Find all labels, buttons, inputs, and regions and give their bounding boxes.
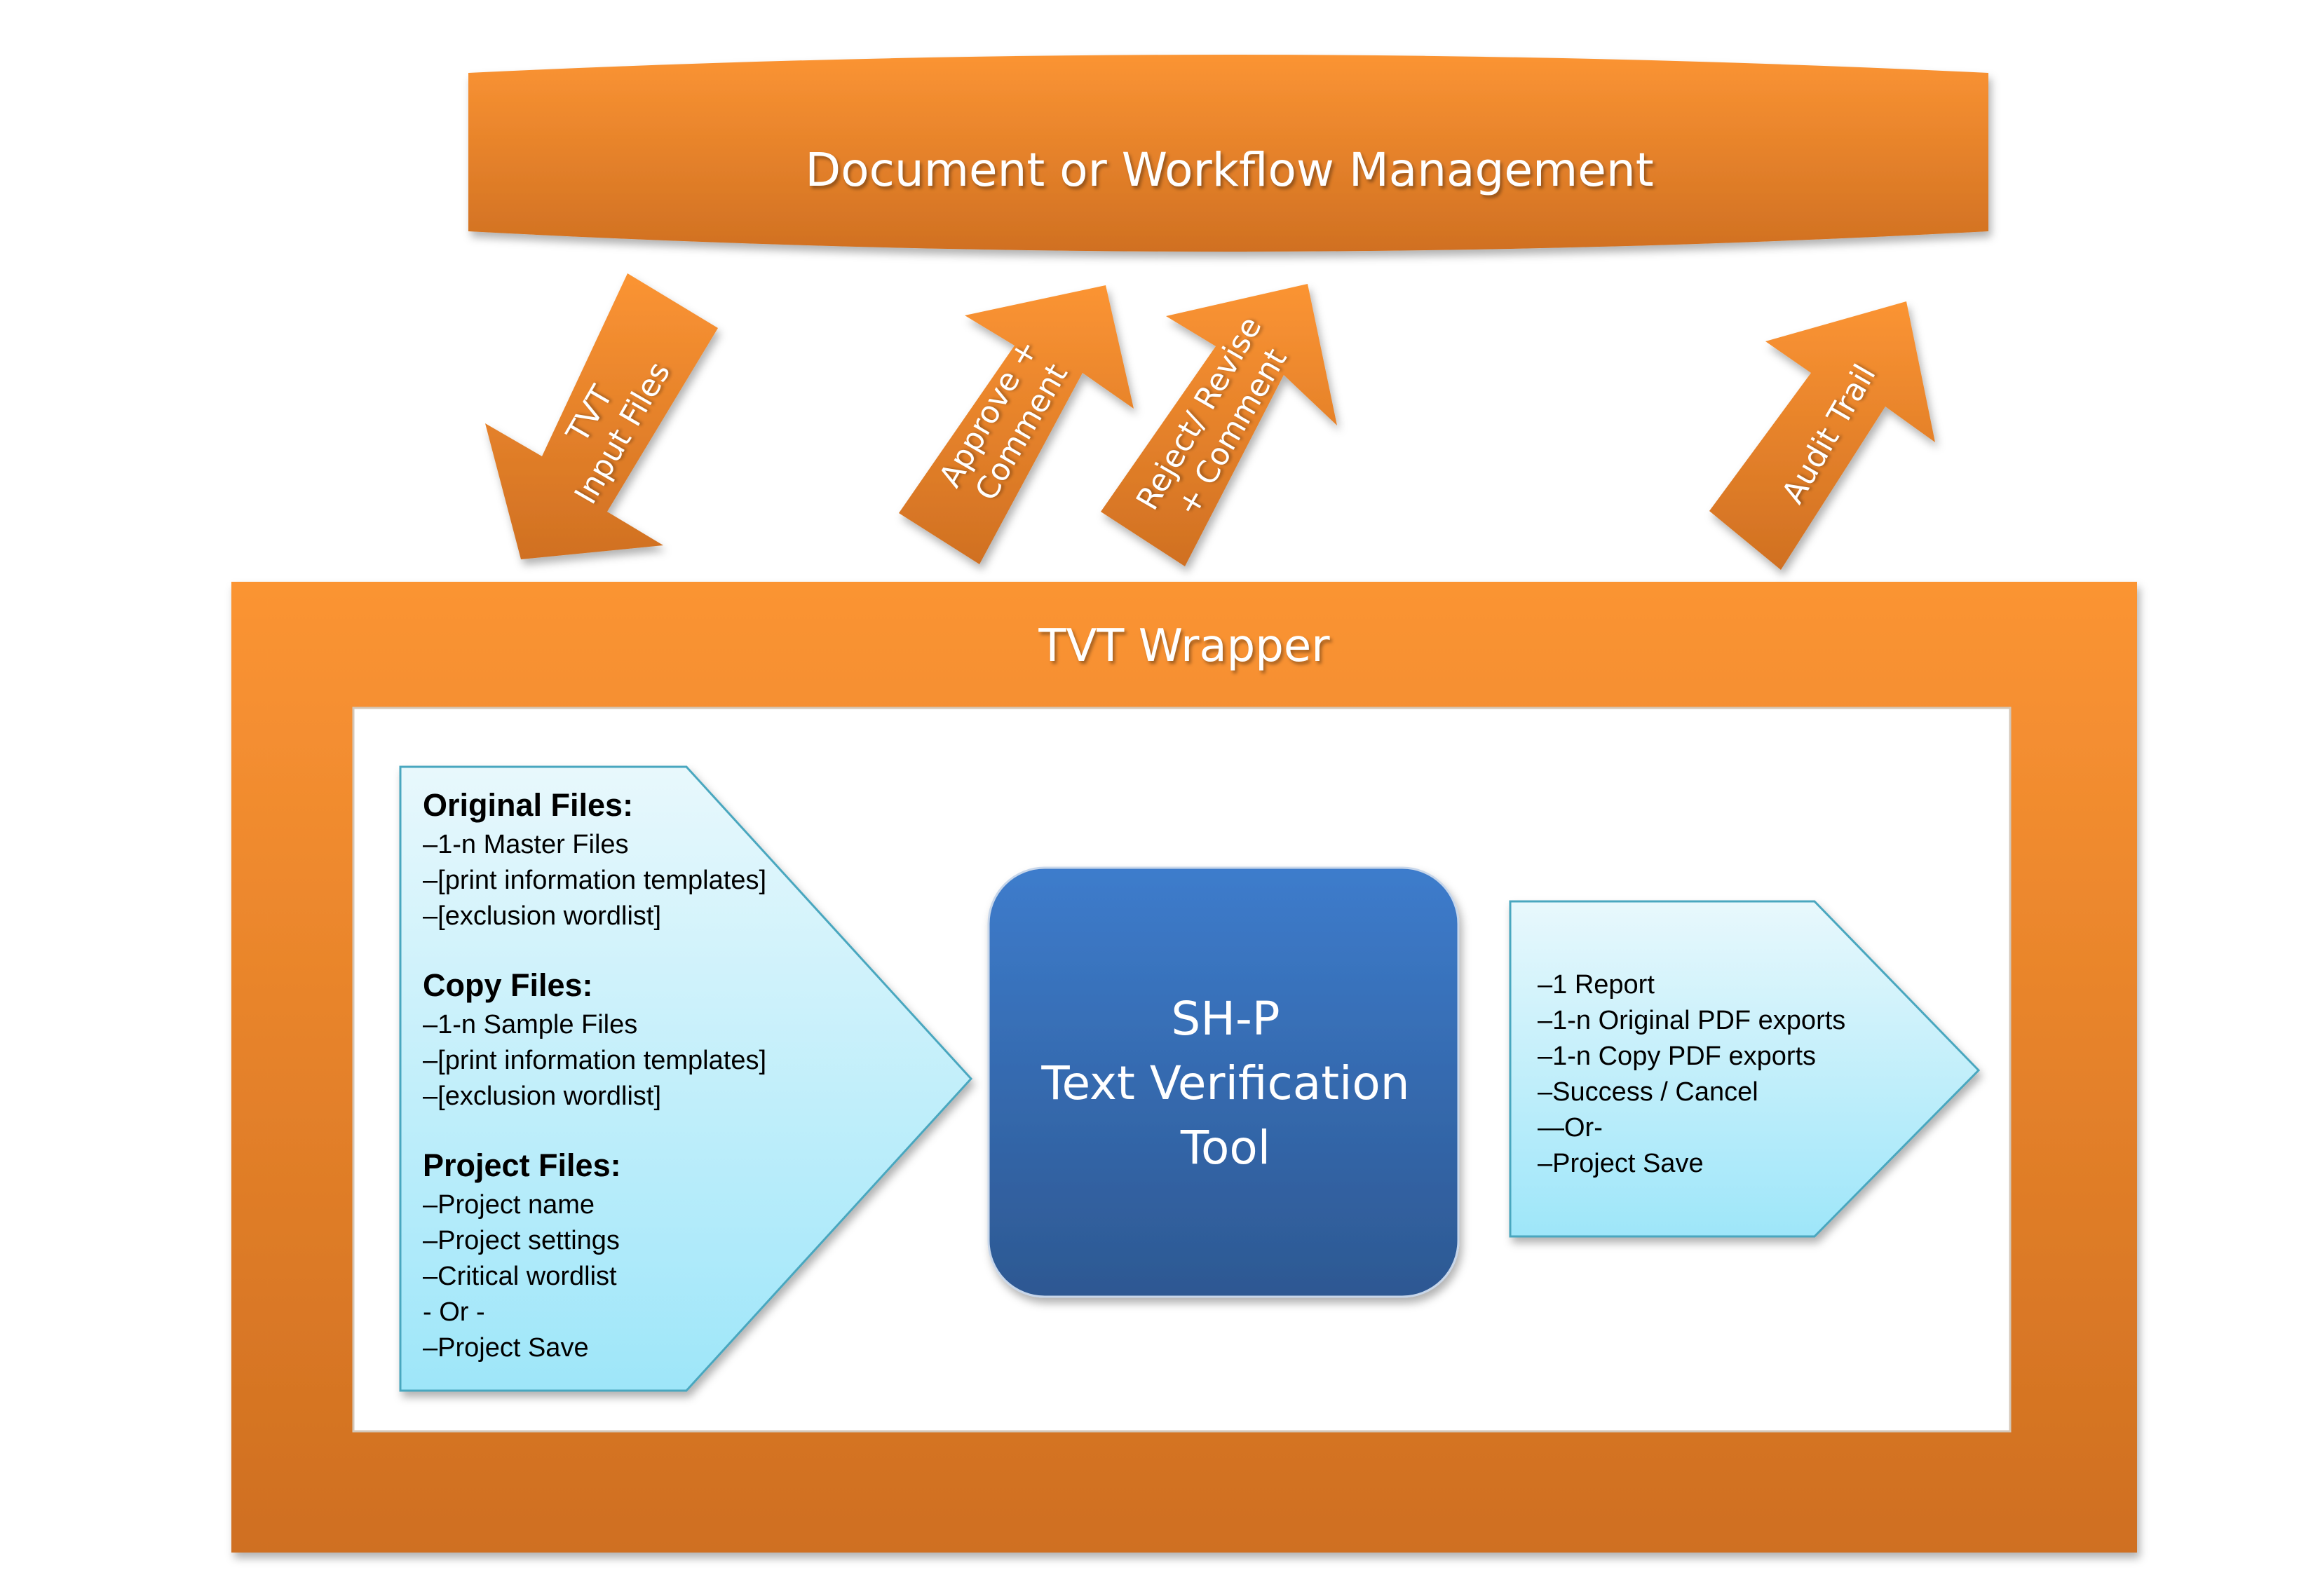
list-item: –[print information templates] [423, 866, 767, 895]
group-heading: Original Files: [423, 787, 634, 823]
input-files-list: Original Files: –1-n Master Files –[prin… [423, 784, 928, 1396]
list-item: –Success / Cancel [1538, 1077, 1758, 1107]
workflow-management-shape [468, 55, 1988, 252]
list-item: –Critical wordlist [423, 1262, 617, 1291]
tvt-wrapper-title: TVT Wrapper [1038, 620, 1330, 672]
list-item: –Project settings [423, 1226, 620, 1255]
text-verification-tool-shape [987, 866, 1460, 1298]
arrow-approve-comment [899, 285, 1134, 564]
tool-label-line2: Text Verification [1041, 1056, 1410, 1110]
list-item: –[exclusion wordlist] [423, 901, 662, 931]
list-item: –1-n Copy PDF exports [1538, 1042, 1817, 1071]
list-item: –Project name [423, 1190, 595, 1220]
list-item: –Project Save [423, 1333, 589, 1363]
arrow-reject-revise-comment [1101, 284, 1337, 566]
list-item: —Or- [1538, 1113, 1603, 1143]
text-verification-tool-label: SH-P Text Verification Tool [989, 869, 1463, 1298]
group-heading: Copy Files: [423, 967, 593, 1003]
list-item: –1-n Original PDF exports [1538, 1006, 1846, 1035]
input-files-shape [399, 765, 973, 1392]
output-list: –1 Report –1-n Original PDF exports –1-n… [1538, 967, 1930, 1182]
input-group-original-files: Original Files: –1-n Master Files –[prin… [423, 784, 928, 934]
list-item: –1 Report [1538, 970, 1655, 1000]
arrow-audit-trail [1709, 301, 1935, 570]
output-shape [1509, 900, 1981, 1238]
list-item: –1-n Master Files [423, 830, 629, 859]
workflow-management-title: Document or Workflow Management [805, 142, 1654, 197]
list-item: –Project Save [1538, 1149, 1704, 1178]
tool-label-line3: Tool [1180, 1121, 1271, 1175]
input-group-copy-files: Copy Files: –1-n Sample Files –[print in… [423, 964, 928, 1114]
list-item: - Or - [423, 1297, 485, 1327]
list-item: –[exclusion wordlist] [423, 1082, 662, 1111]
group-heading: Project Files: [423, 1147, 621, 1183]
list-item: –1-n Sample Files [423, 1010, 638, 1039]
list-item: –[print information templates] [423, 1046, 767, 1075]
arrow-tvt-input-files [485, 273, 718, 559]
tool-label-line1: SH-P [1171, 992, 1280, 1046]
input-group-project-files: Project Files: –Project name –Project se… [423, 1144, 928, 1366]
